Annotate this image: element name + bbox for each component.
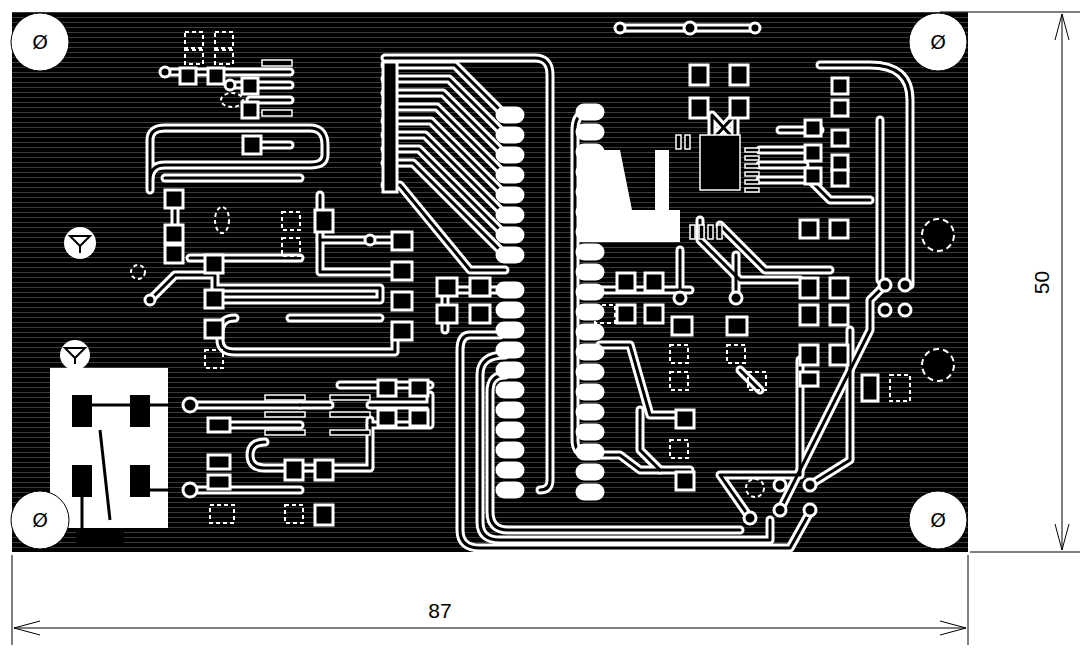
large-holes [922,219,954,381]
vias [145,22,911,524]
hole-symbol: Ø [32,510,48,530]
hole-symbol: Ø [930,510,946,530]
left-connector-pads [72,395,190,546]
fiducial-symbols [60,227,96,370]
dimension-label: 50 [1031,267,1052,296]
hole-symbol: Ø [930,32,946,52]
hole-symbol: Ø [32,32,48,52]
dashed-pads [131,32,910,523]
board [12,12,968,552]
dimension-lines [12,12,1080,645]
mounting-holes [11,13,967,549]
dimension-label: 87 [425,600,454,621]
chip-pads [262,60,759,435]
traces [150,28,910,548]
pads [165,62,878,525]
